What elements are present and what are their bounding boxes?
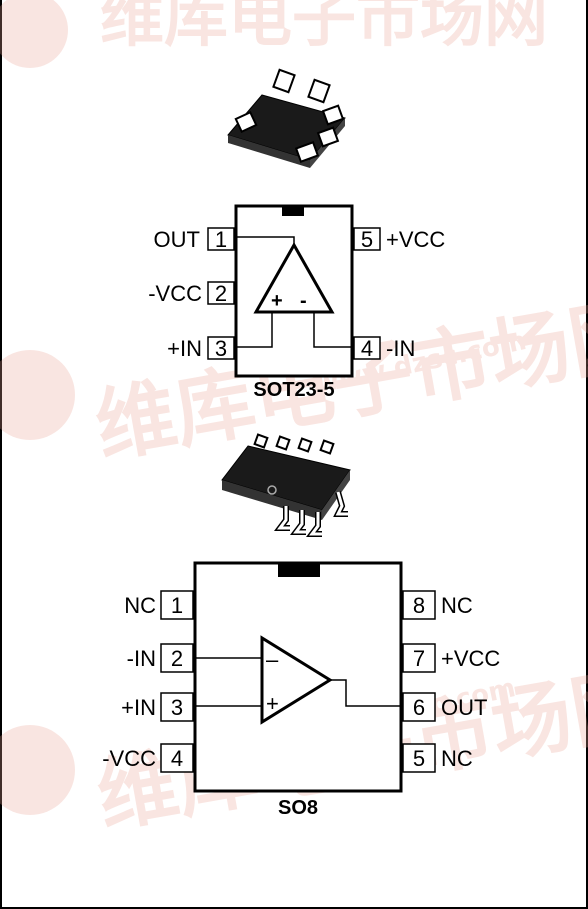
sot23-pin-2: 2 -VCC	[148, 281, 235, 306]
pin-number: 4	[171, 746, 183, 771]
sot23-package-label: SOT23-5	[253, 379, 334, 401]
pin-number: 3	[215, 336, 227, 361]
pin-number: 1	[171, 593, 183, 618]
pin-name: NC	[441, 746, 473, 771]
so8-package-image	[221, 433, 351, 537]
pin-number: 5	[413, 746, 425, 771]
so8-opamp-symbol	[260, 635, 333, 725]
pin-name: +VCC	[441, 646, 500, 671]
sot23-pin-3: 3 +IN	[167, 336, 235, 361]
sot23-opamp-symbol	[253, 241, 335, 314]
pin-name: NC	[441, 593, 473, 618]
sot23-wire-minus-in	[313, 312, 352, 348]
pin-name: -VCC	[148, 281, 202, 306]
sot23-wire-plus-in	[236, 312, 273, 348]
pin-number: 8	[413, 593, 425, 618]
watermark-logo-top: 维库电子市场网	[0, 0, 548, 68]
pin-number: 4	[361, 336, 373, 361]
pin-number: 2	[171, 646, 183, 671]
pin-name: OUT	[154, 227, 200, 252]
sot23-package-image	[227, 68, 346, 168]
pin-name: +IN	[167, 336, 202, 361]
pin-number: 5	[361, 227, 373, 252]
so8-opamp-minus: –	[266, 647, 279, 672]
sot23-notch	[282, 206, 304, 216]
pin-number: 3	[171, 695, 183, 720]
pin-number: 6	[413, 695, 425, 720]
so8-pin-5: 5 NC	[402, 743, 473, 773]
pin-number: 2	[215, 281, 227, 306]
so8-pin-1: 1 NC	[124, 590, 194, 620]
pin-name: +IN	[121, 695, 156, 720]
sot23-opamp-plus: +	[271, 290, 283, 312]
so8-pin-8: 8 NC	[402, 590, 473, 620]
so8-opamp-plus: +	[266, 691, 279, 716]
so8-pin-2: 2 -IN	[127, 643, 194, 673]
so8-pin-6: 6 OUT	[402, 692, 487, 722]
pin-name: +VCC	[386, 227, 445, 252]
sot23-wire-out	[236, 236, 295, 245]
sot23-pin-5: 5 +VCC	[353, 227, 445, 252]
pin-name: OUT	[441, 695, 487, 720]
pin-number: 1	[215, 227, 227, 252]
pin-number: 7	[413, 646, 425, 671]
sot23-opamp-minus: -	[300, 290, 307, 312]
sot23-pin-1: 1 OUT	[154, 227, 235, 252]
watermark-text-top: 维库电子市场网	[100, 0, 548, 56]
so8-pinout: – + 1 NC 2 -IN 3 +IN 4 -VCC 5	[102, 561, 500, 819]
so8-pin-7: 7 +VCC	[402, 643, 500, 673]
pin-name: NC	[124, 593, 156, 618]
pin-name: -IN	[386, 336, 415, 361]
pin-name: -IN	[127, 646, 156, 671]
sot23-pin-4: 4 -IN	[353, 336, 415, 361]
so8-pin-4: 4 -VCC	[102, 743, 194, 773]
so8-wire-out	[330, 679, 401, 707]
so8-package-label: SO8	[278, 797, 318, 819]
pin-name: -VCC	[102, 746, 156, 771]
so8-pin-3: 3 +IN	[121, 692, 194, 722]
so8-notch	[278, 563, 320, 577]
sot23-pinout: + - 1 OUT 2 -VCC 3 +IN 4 -IN	[148, 204, 445, 401]
